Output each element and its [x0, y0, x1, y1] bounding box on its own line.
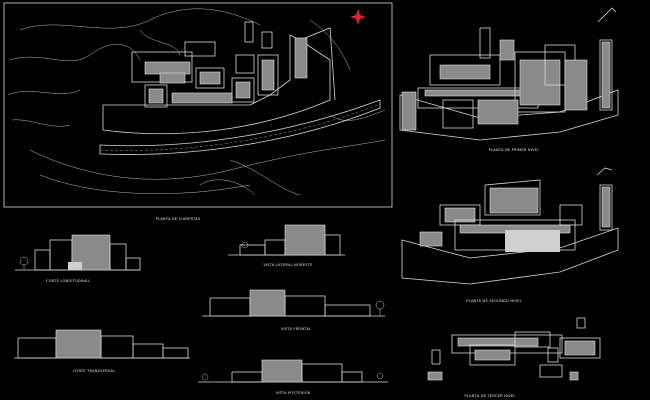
label-second-floor: PLANTA DE SEGUNDO NIVEL — [466, 299, 522, 303]
label-roof-plan: PLANTA DE CUBIERTAS — [156, 217, 201, 221]
building-footprint — [102, 21, 336, 135]
north-arrow-icon — [350, 9, 366, 25]
longitudinal-section: CORTE LONGITUDINAL — [15, 234, 141, 283]
label-long-section: CORTE LONGITUDINAL — [46, 279, 90, 283]
label-first-floor: PLANTA DE PRIMER NIVEL — [489, 148, 540, 152]
third-floor-plan: PLANTA DE TERCER NIVEL — [427, 317, 601, 398]
road — [99, 99, 381, 155]
label-cross-section: CORTE TRANSVERSAL — [73, 369, 116, 373]
second-floor-plan: PLANTA DE SEGUNDO NIVEL — [401, 167, 619, 303]
roof-plan: PLANTA DE CUBIERTAS — [3, 2, 393, 221]
tree-icon — [241, 241, 249, 249]
label-front-view: VISTA FRONTAL — [281, 327, 311, 331]
label-rear-view: VISTA POSTERIOR — [276, 391, 311, 395]
tree-icon — [376, 372, 384, 380]
first-floor-plan: PLANTA DE PRIMER NIVEL — [399, 7, 619, 152]
tree-icon — [201, 373, 209, 381]
front-view: VISTA FRONTAL — [202, 289, 385, 331]
site-frame — [3, 2, 393, 208]
tree-icon — [375, 300, 385, 316]
topo-contours — [7, 8, 386, 196]
cross-section: CORTE TRANSVERSAL — [14, 329, 190, 373]
label-third-floor: PLANTA DE TERCER NIVEL — [464, 394, 515, 398]
lateral-view: VISTA LATERAL NORESTE — [228, 224, 345, 267]
tree-icon — [19, 256, 29, 270]
label-lateral-view: VISTA LATERAL NORESTE — [263, 263, 313, 267]
rear-view: VISTA POSTERIOR — [198, 359, 388, 395]
